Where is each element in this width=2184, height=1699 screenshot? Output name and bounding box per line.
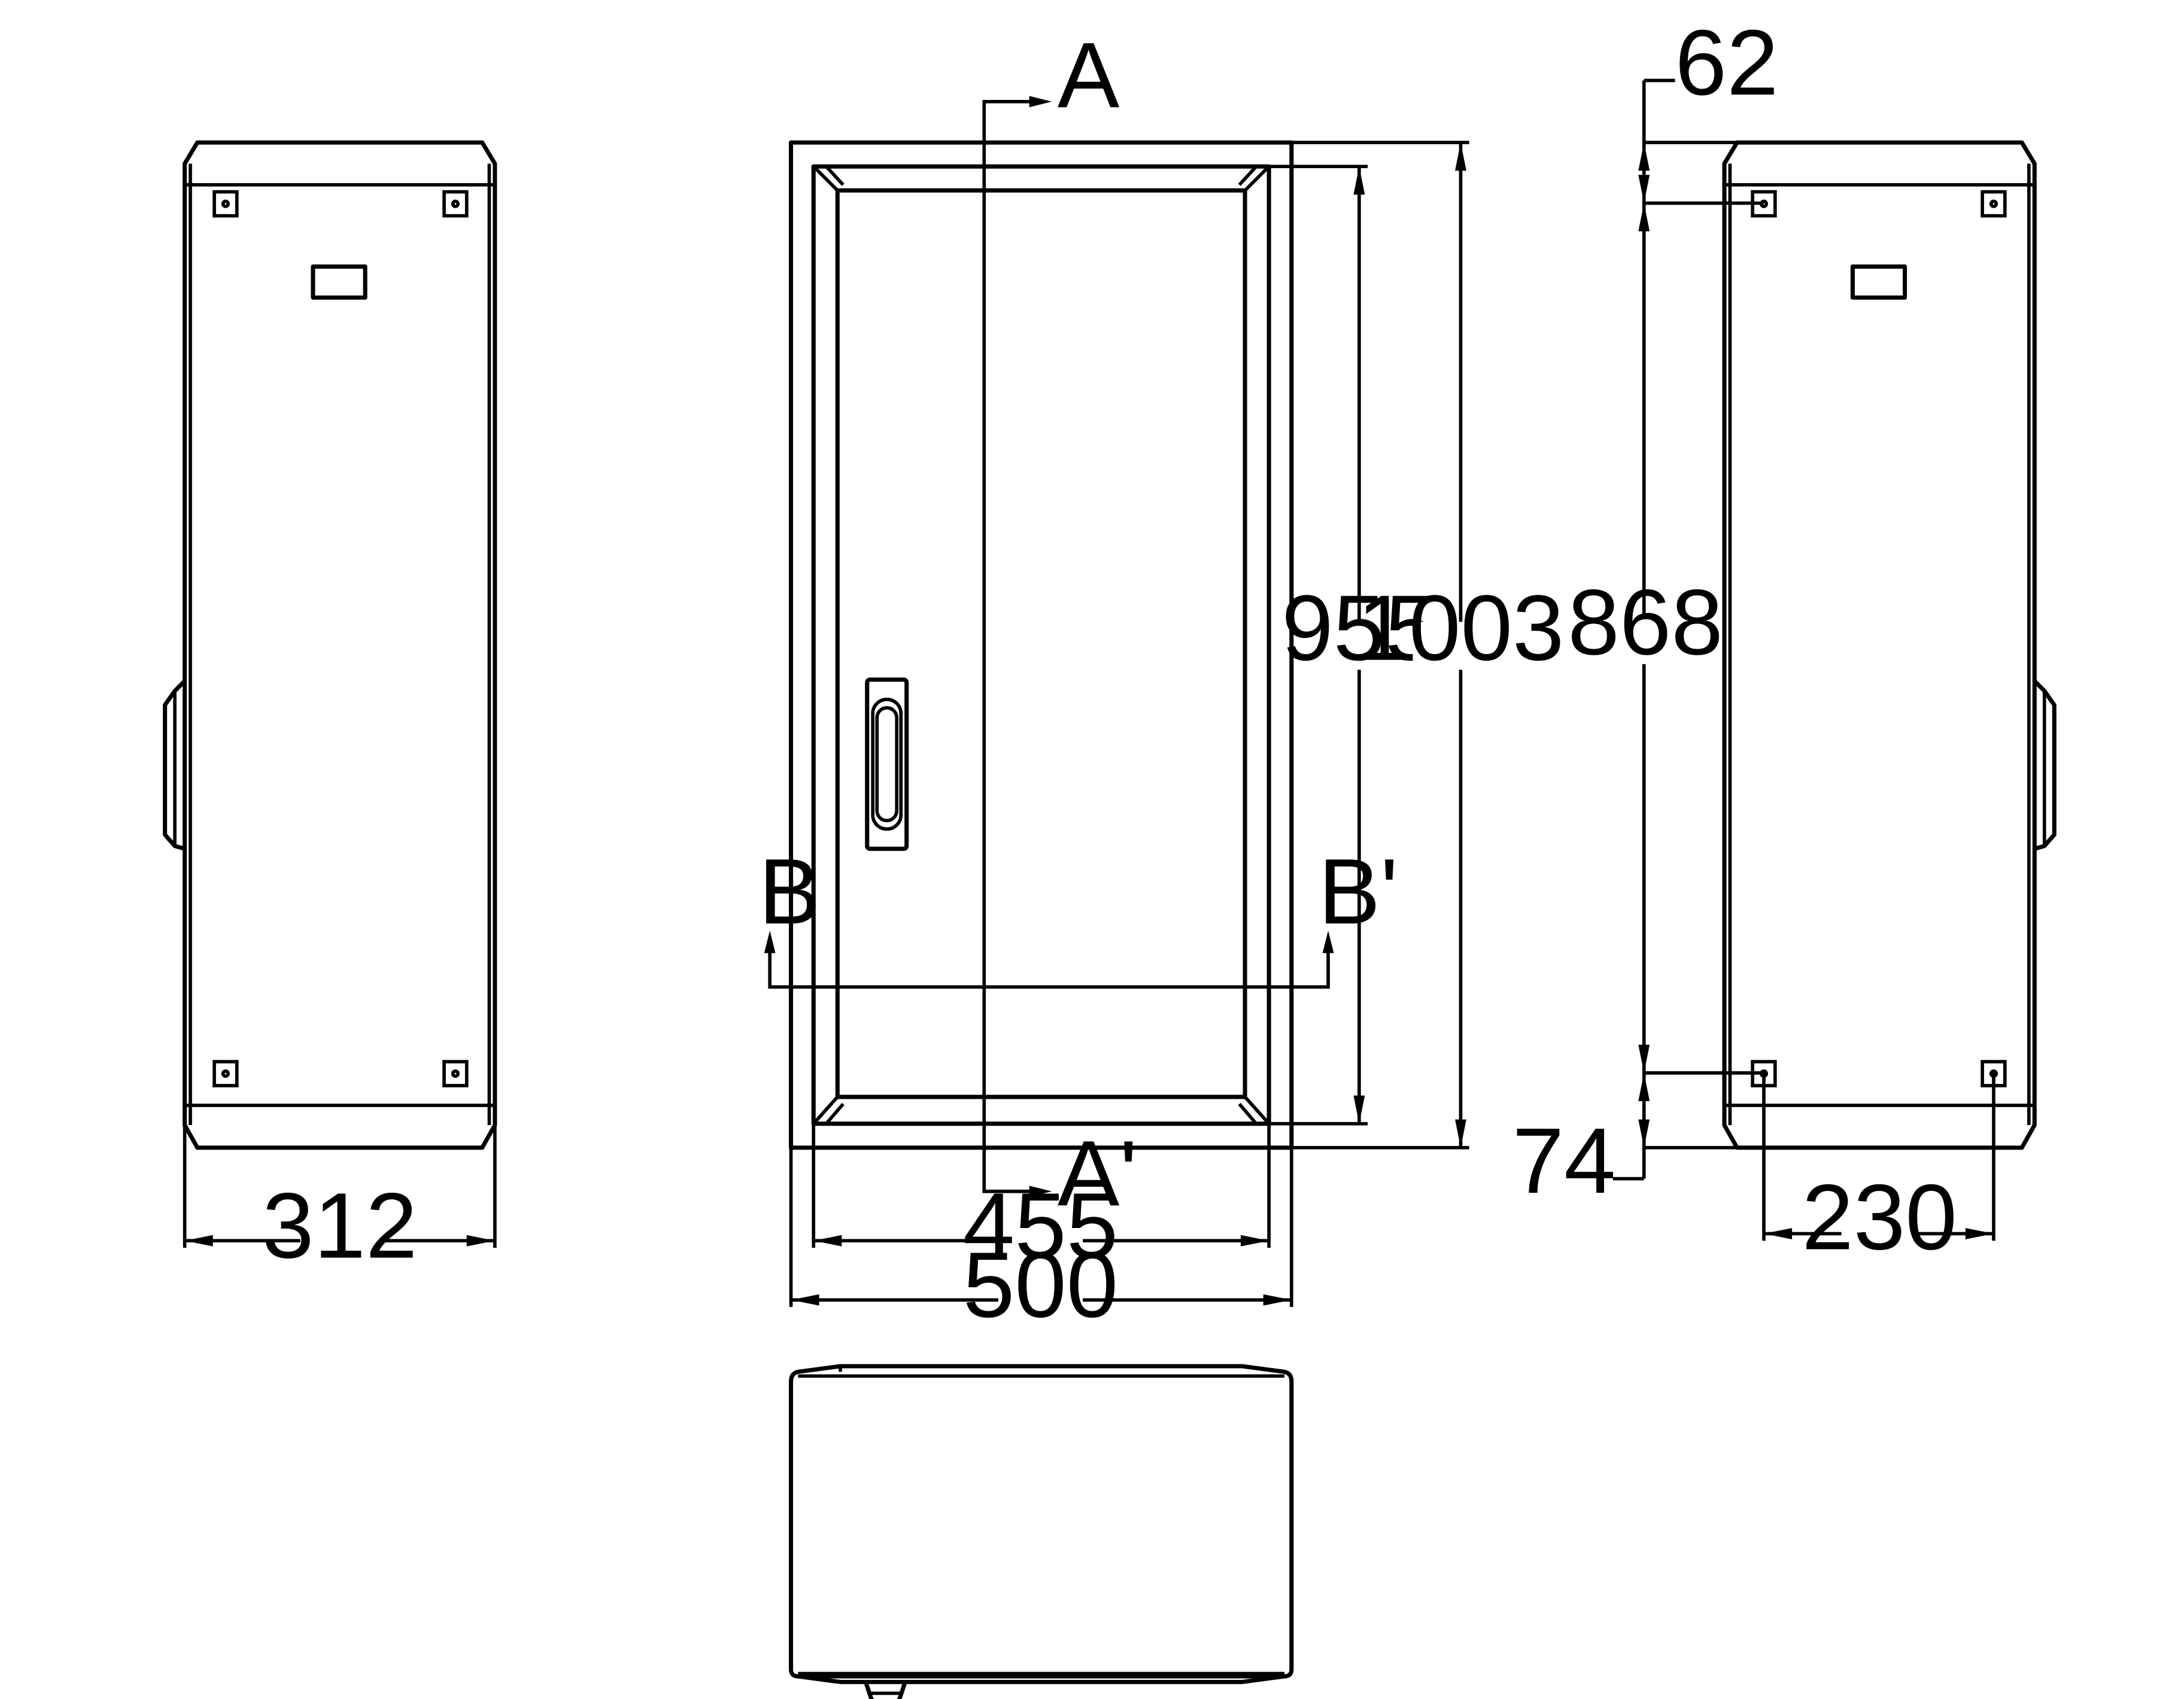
door-handle — [865, 677, 909, 851]
mounting-holes — [212, 190, 469, 1087]
dimension-chain: 62 868 74 — [1512, 10, 1779, 1212]
section-a-label: A — [1058, 23, 1120, 127]
dimension-500: 500 — [789, 1147, 1293, 1336]
top-view — [789, 1364, 1294, 1699]
dim-312-label: 312 — [262, 1173, 417, 1277]
section-b: B B' — [758, 839, 1398, 989]
label-plate — [311, 264, 367, 300]
section-a: A A' — [982, 23, 1137, 1225]
front-outer-frame — [789, 140, 1294, 1150]
right-view: 62 868 74 230 — [1512, 10, 2057, 1269]
dim-500-label: 500 — [963, 1232, 1118, 1336]
front-door-outer — [811, 164, 1271, 1126]
top-view-handle — [863, 1680, 907, 1699]
left-view-outline — [183, 140, 497, 1150]
dim-230-label: 230 — [1802, 1165, 1957, 1269]
left-view: 312 — [163, 140, 497, 1277]
dim-62-label: 62 — [1675, 10, 1779, 114]
top-view-outline — [789, 1364, 1294, 1679]
dim-74-label: 74 — [1512, 1108, 1616, 1212]
front-door-inner — [835, 188, 1247, 1099]
dimension-955: 955 — [1269, 165, 1437, 1126]
dim-1003-label: 1003 — [1357, 576, 1565, 680]
right-view-outline — [1722, 140, 2037, 1150]
right-label-plate — [1850, 264, 1907, 300]
dimension-230: 230 — [1762, 1072, 1995, 1269]
front-view: A A' B B' 955 — [758, 23, 1564, 1336]
section-b-label: B — [758, 839, 821, 943]
dim-955-label: 955 — [1281, 576, 1436, 680]
dim-455-label: 455 — [963, 1173, 1118, 1277]
section-a-prime-label: A' — [1058, 1121, 1137, 1225]
dim-868-label: 868 — [1568, 570, 1723, 674]
right-side-handle — [2032, 679, 2057, 851]
dimension-312: 312 — [183, 1125, 497, 1277]
top-view-bottom-strip — [795, 1674, 1287, 1685]
left-side-handle — [163, 679, 187, 851]
dimension-455: 455 — [812, 1123, 1271, 1277]
right-mounting-holes — [1751, 190, 2007, 1087]
dimension-1003: 1003 — [1291, 141, 1565, 1150]
